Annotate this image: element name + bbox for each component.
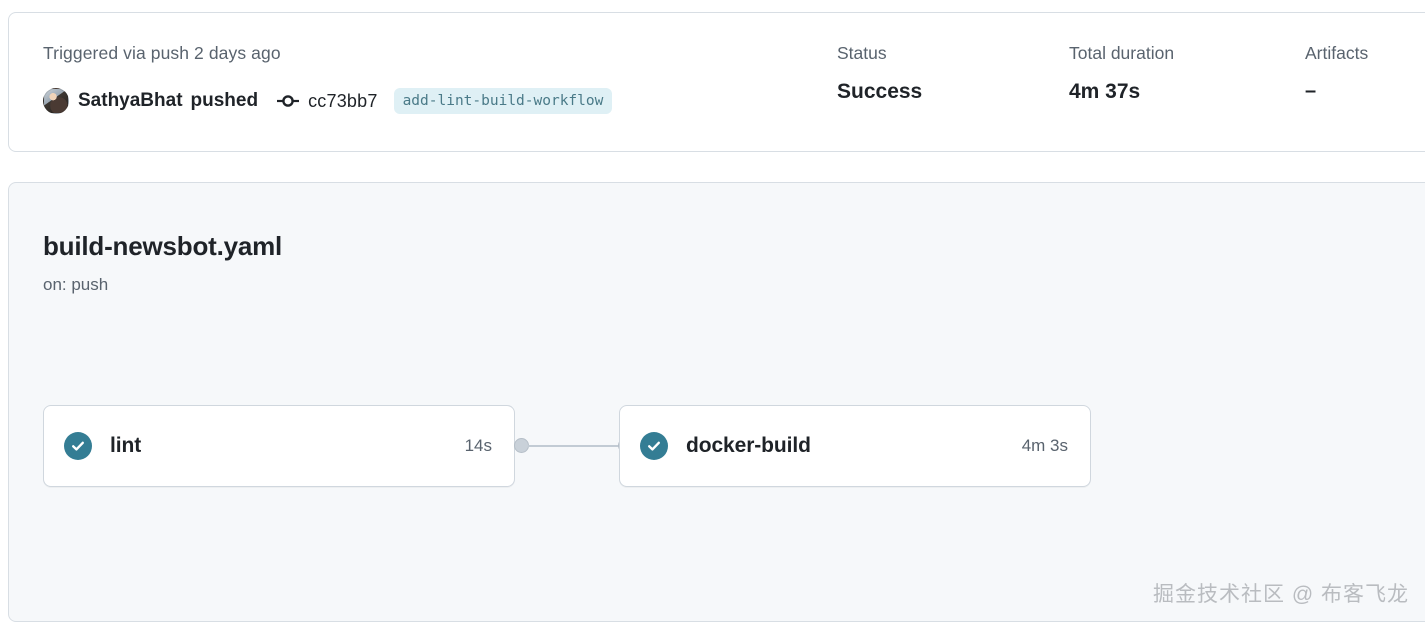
summary-column-artifacts: Artifacts –	[1305, 43, 1368, 103]
job-node-docker-build[interactable]: docker-build 4m 3s	[619, 405, 1091, 487]
check-circle-icon	[64, 432, 92, 460]
avatar[interactable]	[43, 88, 69, 114]
status-value: Success	[837, 80, 923, 103]
summary-column-total-duration: Total duration 4m 37s	[1069, 43, 1174, 104]
run-summary-card: Triggered via push 2 days ago SathyaBhat…	[8, 12, 1425, 152]
action-verb: pushed	[190, 90, 259, 111]
workflow-trigger-subtitle: on: push	[43, 275, 109, 294]
run-trigger-text: Triggered via push 2 days ago	[43, 43, 281, 63]
total-duration-label: Total duration	[1069, 43, 1175, 63]
job-node-lint[interactable]: lint 14s	[43, 405, 515, 487]
summary-column-status: Status Success	[837, 43, 922, 104]
branch-badge[interactable]: add-lint-build-workflow	[393, 88, 613, 114]
node-handle-lint-output[interactable]	[514, 438, 529, 453]
job-duration-lint: 14s	[464, 436, 492, 455]
artifacts-value: –	[1305, 80, 1317, 102]
workflow-graph-panel: build-newsbot.yaml on: push lint 14s doc…	[8, 182, 1425, 622]
workflow-file-title: build-newsbot.yaml	[43, 231, 283, 261]
run-actor-row: SathyaBhat pushed cc73bb7 add-lint-build…	[43, 87, 613, 115]
check-circle-icon	[640, 432, 668, 460]
total-duration-value: 4m 37s	[1069, 80, 1141, 103]
watermark: 掘金技术社区 @ 布客飞龙	[1153, 583, 1409, 606]
git-commit-icon	[277, 92, 300, 110]
status-label: Status	[837, 43, 887, 63]
job-name-lint: lint	[110, 434, 142, 457]
job-name-docker-build: docker-build	[686, 434, 811, 457]
commit-sha-link[interactable]: cc73bb7	[308, 90, 378, 111]
actor-username-link[interactable]: SathyaBhat	[78, 90, 183, 111]
artifacts-label: Artifacts	[1305, 43, 1369, 63]
workflow-edge-lint-to-docker-build	[528, 445, 619, 447]
job-duration-docker-build: 4m 3s	[1021, 436, 1068, 455]
